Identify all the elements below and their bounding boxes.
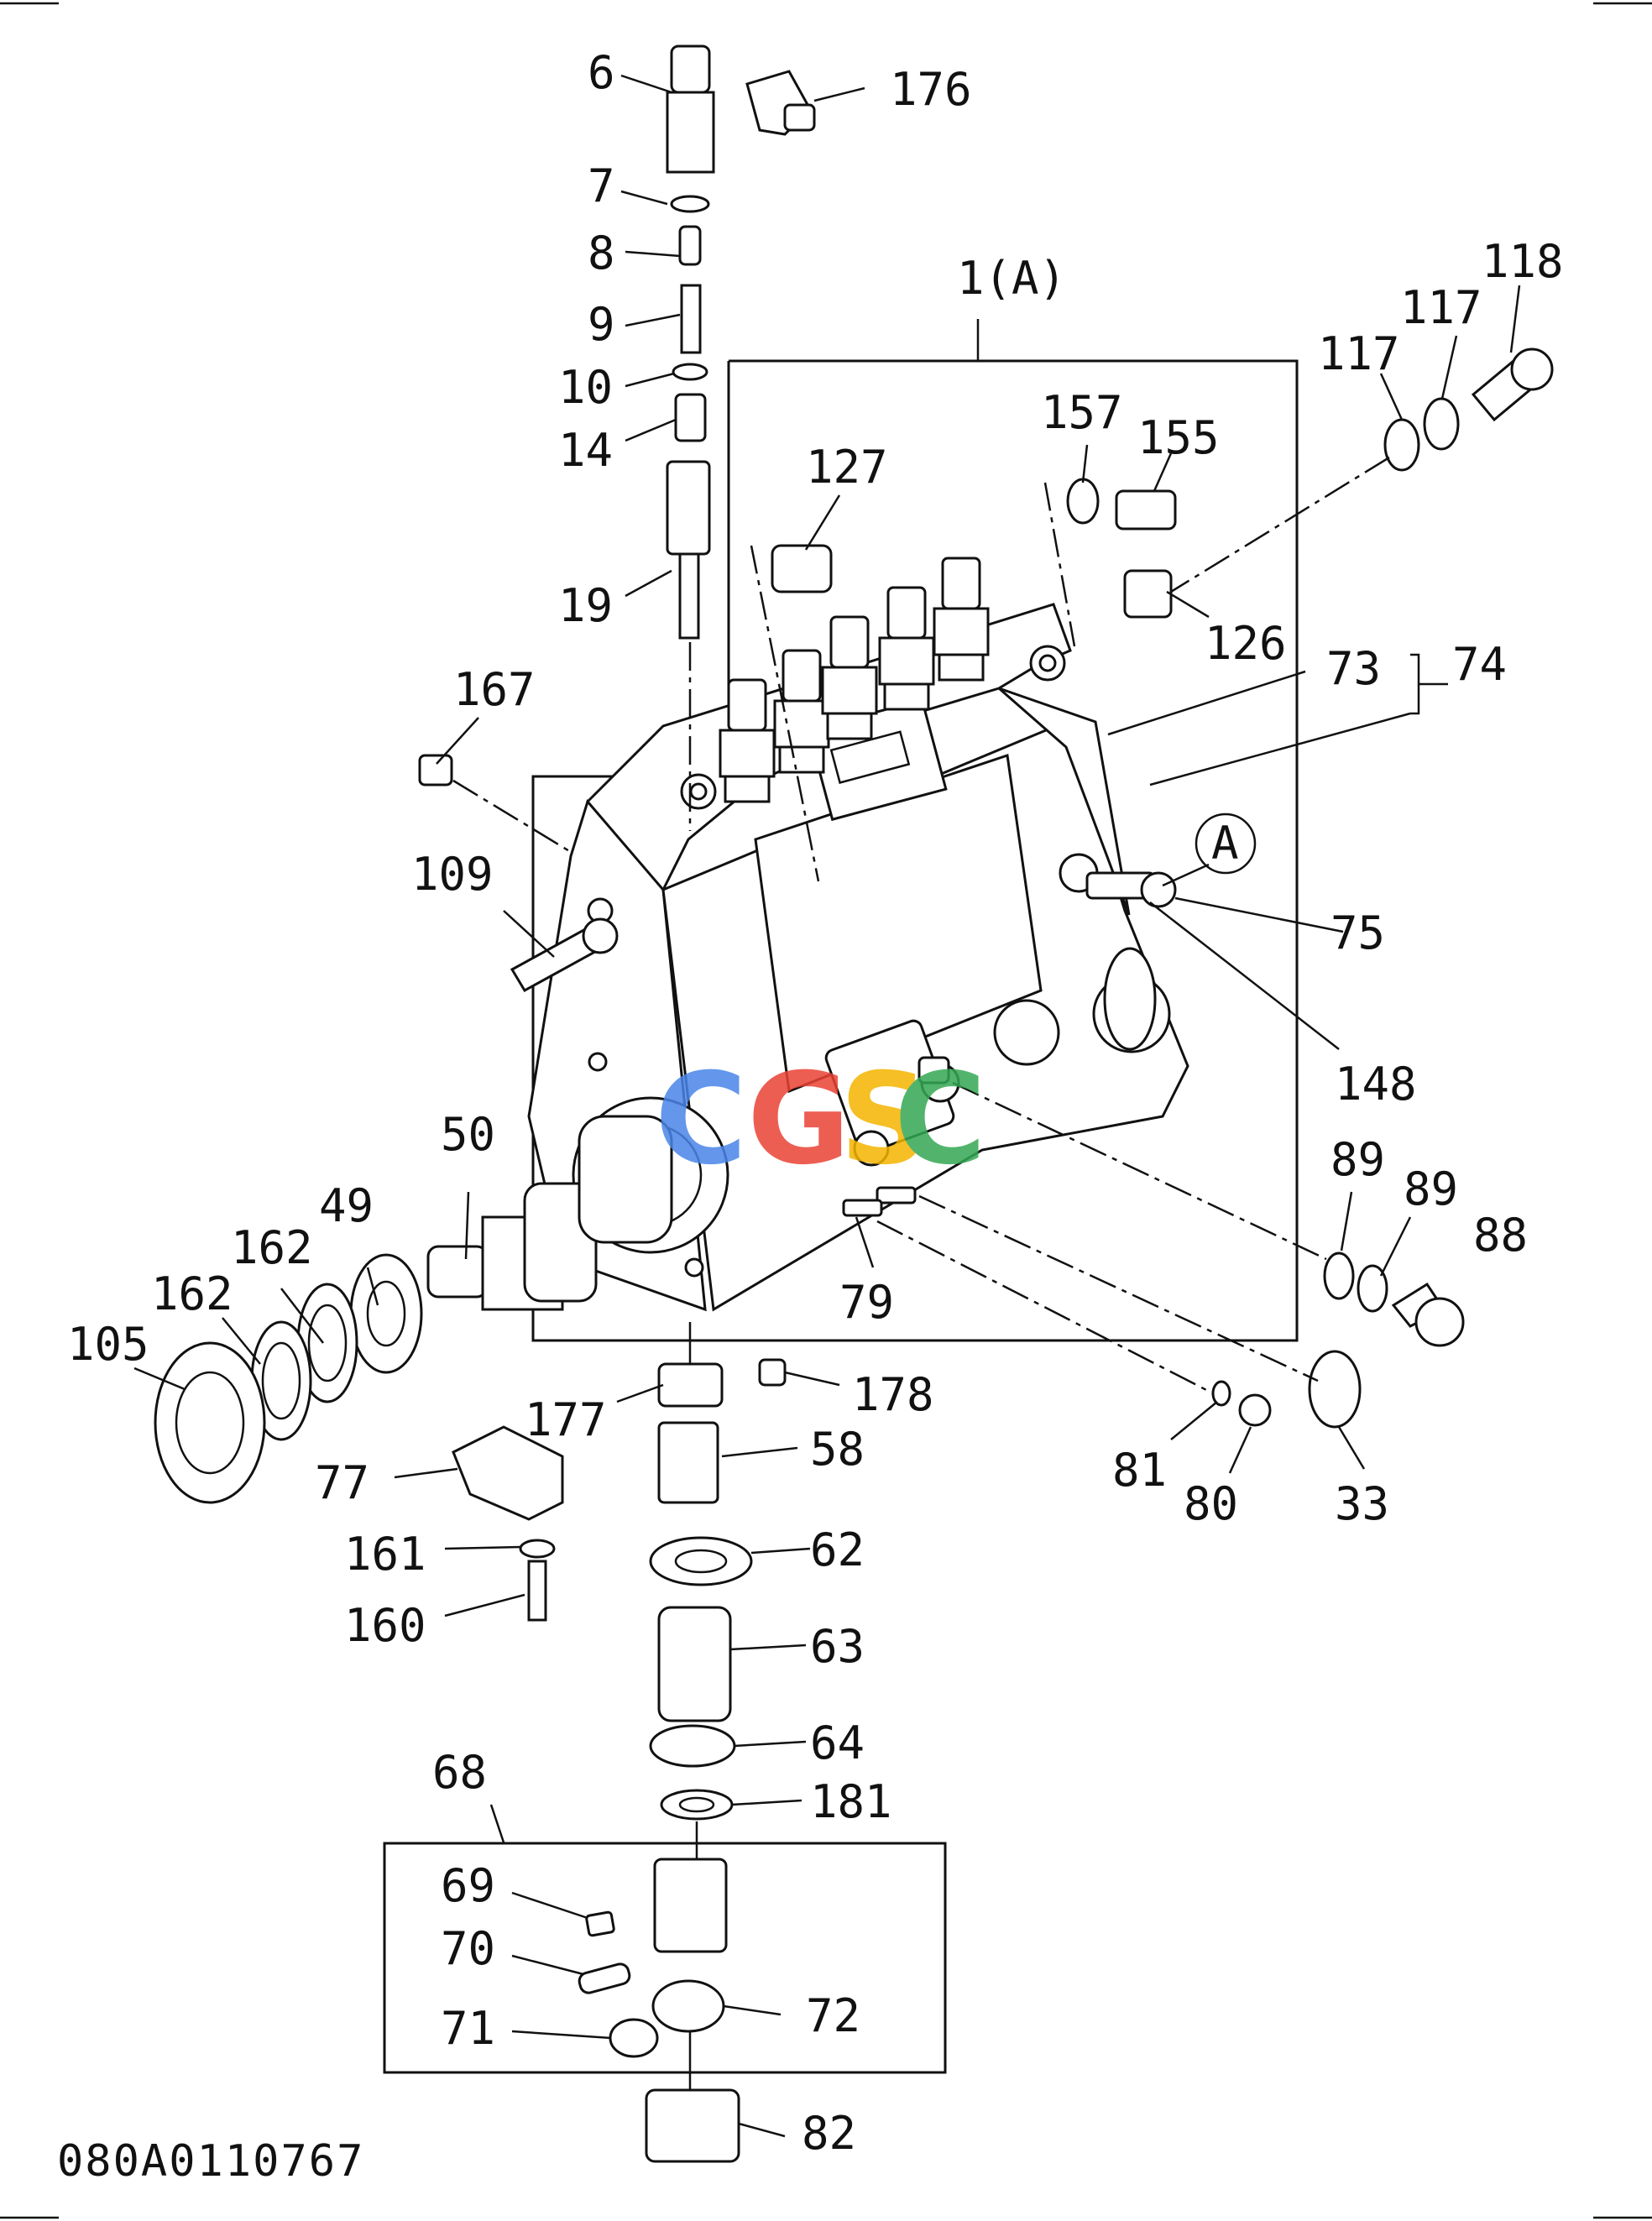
callout-9: 9 [588, 298, 615, 351]
delivery-valve-holders [719, 557, 990, 803]
callout-75: 75 [1330, 907, 1385, 959]
callout-labels: 6 176 7 8 1(A) 118 9 117 117 10 157 155 … [67, 46, 1564, 2160]
callout-177: 177 [525, 1393, 607, 1446]
callout-63: 63 [810, 1620, 865, 1673]
callout-7: 7 [588, 159, 615, 212]
callout-71: 71 [441, 2002, 495, 2055]
callout-178: 178 [852, 1368, 934, 1421]
clamp-176 [745, 70, 816, 136]
callout-64: 64 [810, 1717, 865, 1769]
callout-161: 161 [344, 1528, 426, 1581]
callout-77: 77 [315, 1456, 369, 1509]
callout-155: 155 [1137, 411, 1220, 464]
callout-127: 127 [806, 441, 888, 494]
callout-33: 33 [1335, 1477, 1389, 1530]
callout-160: 160 [344, 1599, 426, 1652]
callout-126: 126 [1205, 617, 1287, 670]
tappet-assembly-frame [383, 1842, 947, 2074]
callout-89-lower: 89 [1404, 1163, 1458, 1215]
callout-79: 79 [839, 1276, 894, 1329]
camshaft-50 [426, 1115, 673, 1311]
callout-8: 8 [588, 227, 615, 280]
callout-89-upper: 89 [1330, 1133, 1385, 1186]
bearing-washers [154, 1253, 423, 1504]
callout-118: 118 [1482, 235, 1564, 288]
plunger-stack [666, 44, 715, 640]
callout-6: 6 [588, 46, 615, 99]
callout-105: 105 [67, 1318, 149, 1371]
watermark-letter-4: C [894, 1047, 986, 1193]
callout-72: 72 [806, 1989, 860, 2042]
callout-73: 73 [1326, 642, 1381, 695]
document-id: 080A0110767 [57, 2136, 364, 2187]
callout-109: 109 [411, 848, 494, 901]
callout-117-lower: 117 [1318, 327, 1400, 380]
callout-62: 62 [810, 1523, 865, 1576]
callout-181: 181 [810, 1775, 892, 1828]
alignment-lines [452, 456, 1390, 1395]
view-marker-circle [1195, 813, 1257, 875]
callout-157: 157 [1041, 386, 1123, 439]
callout-80: 80 [1184, 1477, 1238, 1530]
callout-81: 81 [1112, 1444, 1167, 1497]
adjust-screw-75 [1085, 871, 1177, 908]
banjo-bolt-parts [418, 348, 1554, 786]
callout-82: 82 [802, 2107, 856, 2160]
callout-49: 49 [319, 1179, 374, 1232]
callout-74: 74 [1452, 638, 1507, 691]
callout-167: 167 [453, 663, 536, 716]
callout-58: 58 [810, 1423, 865, 1476]
callout-68: 68 [432, 1746, 487, 1799]
callout-14: 14 [558, 424, 613, 477]
callout-148: 148 [1335, 1058, 1417, 1110]
callout-176: 176 [890, 63, 972, 116]
callout-162-upper: 162 [231, 1221, 313, 1274]
callout-117-upper: 117 [1400, 281, 1482, 334]
watermark-letter-3: S [839, 1047, 930, 1193]
callout-70: 70 [441, 1922, 495, 1975]
callout-a-marker: A [1211, 817, 1239, 870]
drain-fittings [842, 1056, 1465, 1429]
callout-50: 50 [441, 1108, 495, 1161]
callout-19: 19 [558, 579, 613, 632]
watermark-letter-2: G [747, 1047, 850, 1193]
callout-69: 69 [441, 1859, 495, 1912]
callout-162-lower: 162 [151, 1267, 233, 1320]
callout-1a: 1(A) [957, 252, 1066, 305]
callout-88: 88 [1473, 1209, 1528, 1262]
watermark: C G S C [655, 1047, 986, 1193]
stop-lever-109 [510, 917, 619, 993]
tappet-column [452, 1322, 787, 2163]
leader-lines [133, 74, 1521, 2138]
watermark-letter-1: C [655, 1047, 747, 1193]
callout-10: 10 [558, 361, 613, 414]
